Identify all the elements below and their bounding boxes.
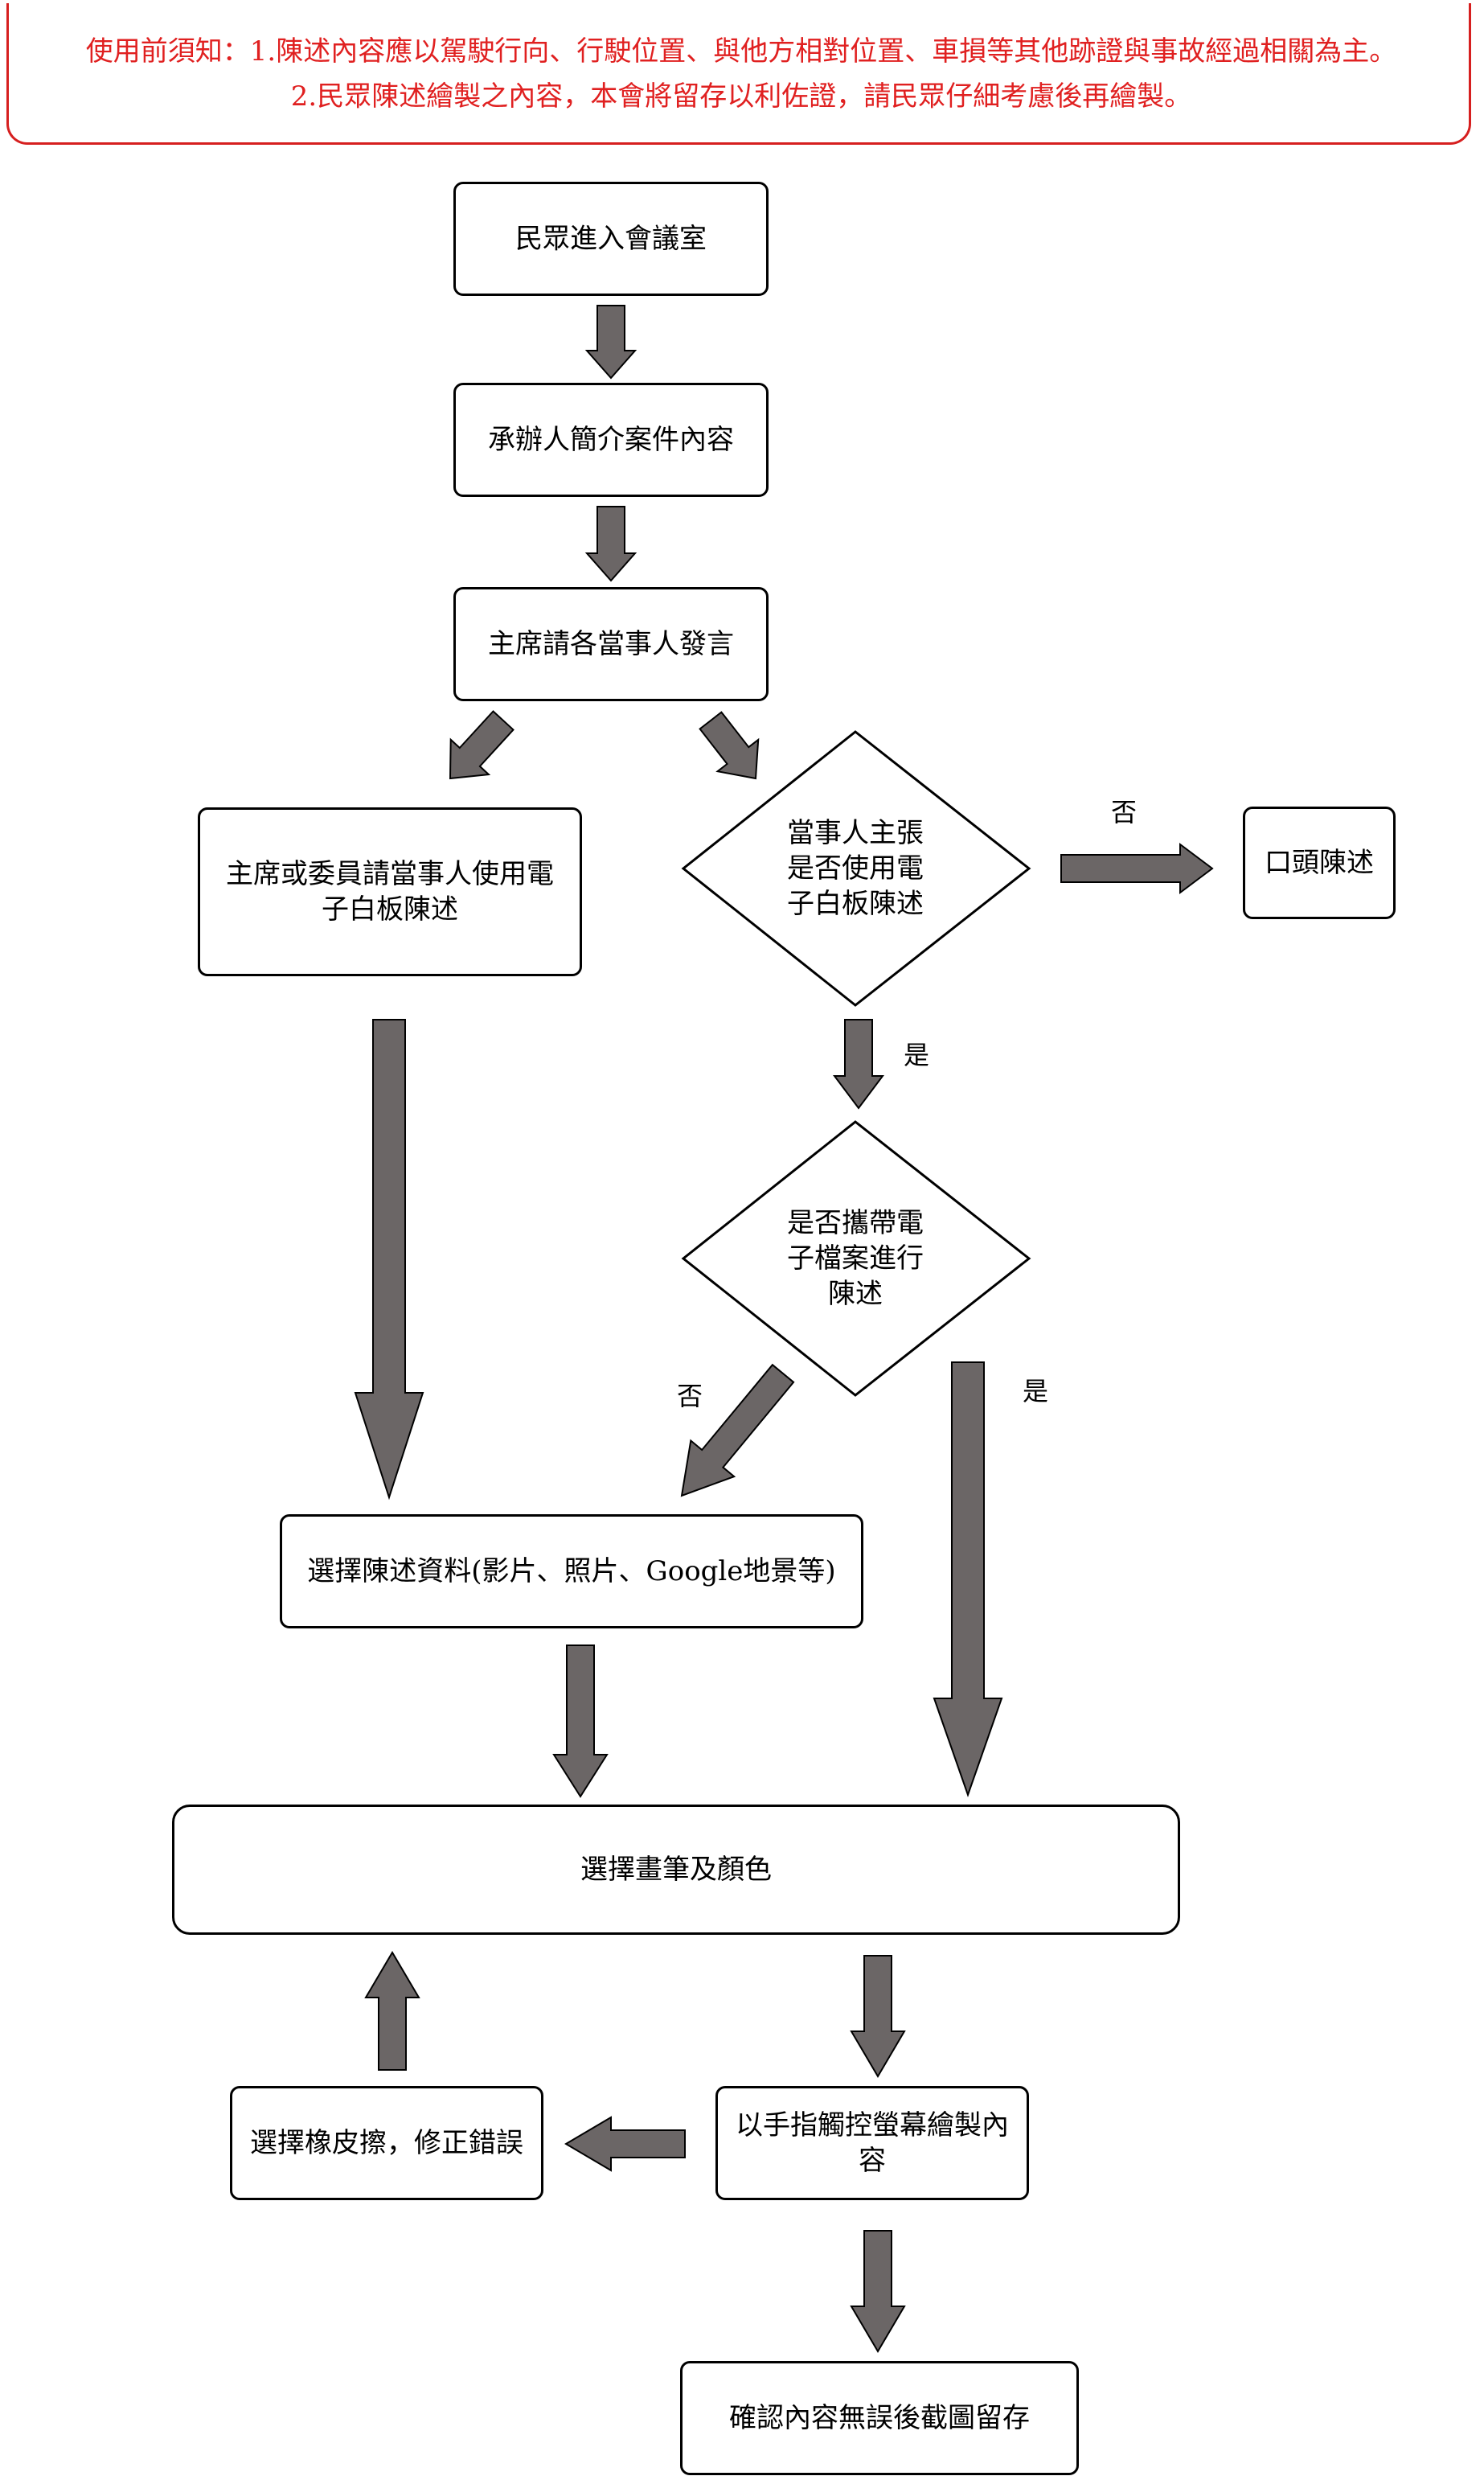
arrow-files-to-pen (933, 1361, 1003, 1798)
step-confirm-screenshot: 確認內容無誤後截圖留存 (680, 2361, 1079, 2475)
step-case-intro: 承辦人簡介案件內容 (453, 383, 769, 497)
step-enter-room-label: 民眾進入會議室 (515, 223, 707, 255)
step-select-eraser-label: 選擇橡皮擦，修正錯誤 (250, 2127, 523, 2159)
arrow-pen-to-draw (850, 1955, 906, 2078)
arrow-files-to-materials (680, 1363, 795, 1497)
arrow-request-to-materials (354, 1019, 424, 1501)
notice-line-1: 使用前須知：1.陳述內容應以駕駛行向、行駛位置、與他方相對位置、車損等其他跡證與… (85, 35, 1397, 68)
decision-whiteboard-label: 當事人主張是否使用電子白板陳述 (787, 817, 924, 920)
step-select-materials: 選擇陳述資料(影片、照片、Google地景等) (280, 1514, 863, 1628)
arrow-draw-to-eraser (564, 2116, 686, 2172)
decision-diamond-files (681, 1120, 1031, 1397)
notice-line-2: 2.民眾陳述繪製之內容，本會將留存以利佐證，請民眾仔細考慮後再繪製。 (290, 80, 1192, 113)
step-select-pen-color-label: 選擇畫筆及顏色 (580, 1854, 772, 1886)
step-case-intro-label: 承辦人簡介案件內容 (488, 424, 734, 456)
arrow-intro-to-chair (584, 506, 637, 582)
step-select-eraser: 選擇橡皮擦，修正錯誤 (230, 2086, 543, 2200)
arrow-decision-to-oral (1060, 843, 1214, 894)
label-no-oral: 否 (1111, 797, 1138, 827)
arrow-decision-to-files (833, 1019, 884, 1110)
arrow-chair-to-decision (699, 711, 760, 780)
label-no-to-materials: 否 (677, 1381, 703, 1411)
step-enter-room: 民眾進入會議室 (453, 182, 769, 296)
step-draw-touch-label: 以手指觸控螢幕繪製內容 (736, 2109, 1009, 2177)
step-chair-request-whiteboard-label: 主席或委員請當事人使用電子白板陳述 (226, 858, 554, 926)
arrow-draw-to-confirm (850, 2230, 906, 2353)
label-yes-to-pen: 是 (1023, 1376, 1049, 1406)
step-chair-request-whiteboard: 主席或委員請當事人使用電子白板陳述 (198, 807, 582, 976)
step-chair-invite-label: 主席請各當事人發言 (488, 628, 734, 660)
label-yes-to-files: 是 (904, 1040, 930, 1070)
step-select-materials-label: 選擇陳述資料(影片、照片、Google地景等) (307, 1555, 836, 1587)
step-oral-statement: 口頭陳述 (1243, 807, 1396, 919)
decision-files-label: 是否攜帶電子檔案進行陳述 (787, 1207, 924, 1310)
arrow-enter-to-intro (584, 305, 637, 380)
arrow-eraser-to-pen (364, 1951, 420, 2071)
usage-notice: 使用前須知：1.陳述內容應以駕駛行向、行駛位置、與他方相對位置、車損等其他跡證與… (6, 3, 1471, 145)
step-chair-invite: 主席請各當事人發言 (453, 587, 769, 701)
arrow-chair-to-request (449, 710, 514, 780)
step-oral-statement-label: 口頭陳述 (1265, 847, 1374, 879)
step-confirm-screenshot-label: 確認內容無誤後截圖留存 (729, 2402, 1030, 2434)
step-draw-touch: 以手指觸控螢幕繪製內容 (715, 2086, 1029, 2200)
step-select-pen-color: 選擇畫筆及顏色 (172, 1805, 1180, 1935)
decision-diamond-whiteboard (681, 730, 1031, 1007)
arrow-materials-to-pen (552, 1645, 609, 1798)
